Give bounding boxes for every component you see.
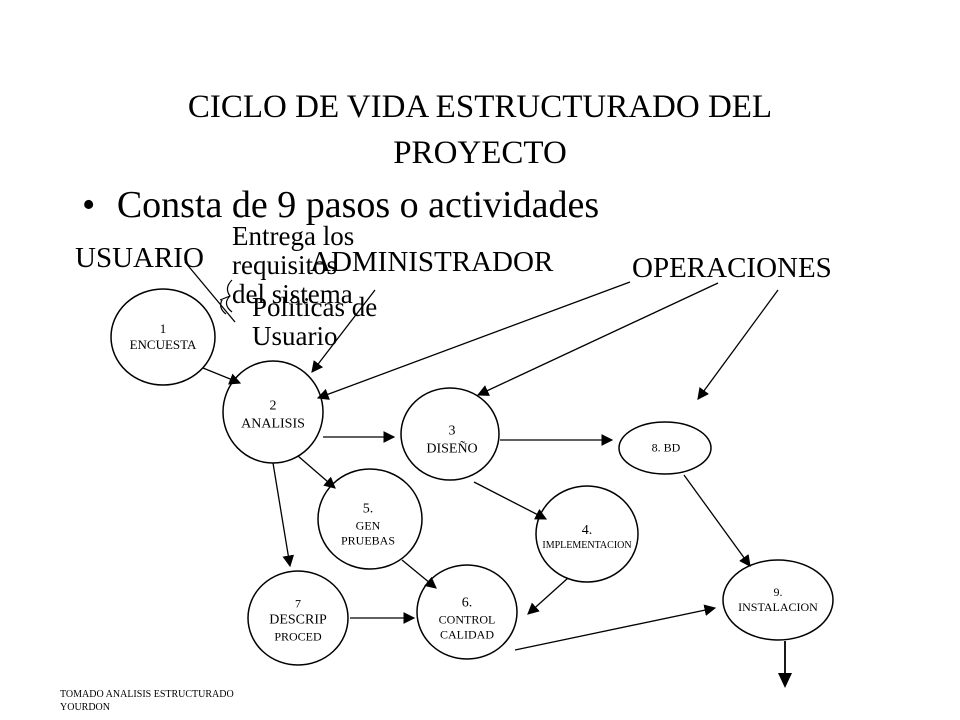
bullet-text: Consta de 9 pasos o actividades	[116, 184, 600, 226]
bullet-dot: •	[82, 184, 96, 226]
callout-brace	[219, 279, 233, 313]
note-entrega-line3: del sistema	[232, 279, 353, 309]
slide-title-line1: CICLO DE VIDA ESTRUCTURADO DEL	[187, 89, 773, 125]
slide-title-line2: PROYECTO	[393, 135, 567, 171]
node-7-label-line1: DESCRIP	[269, 612, 327, 628]
node-3-shape	[400, 387, 500, 481]
node-1-shape	[110, 288, 216, 386]
node-3-label: DISEÑO	[426, 441, 478, 456]
callout-hook	[220, 299, 227, 315]
node-7-shape	[247, 570, 349, 666]
node-8-label: 8. BD	[651, 440, 681, 455]
slide-title: CICLO DE VIDA ESTRUCTURADO DEL PROYECTO	[0, 84, 960, 176]
node-6-shape	[416, 564, 518, 660]
node-9: 9. INSTALACION	[738, 585, 818, 615]
note-entrega: Entrega los requisitos del sistema	[232, 222, 354, 309]
node-6: 6. CONTROL CALIDAD	[439, 594, 496, 642]
node-1-number: 1	[159, 320, 167, 336]
node-6-number: 6.	[461, 595, 473, 611]
node-1: 1 ENCUESTA	[130, 321, 197, 354]
node-4-number: 4.	[581, 523, 593, 538]
node-6-label-line2: CALIDAD	[439, 626, 494, 641]
actor-administrador: ADMINISTRADOR	[310, 246, 554, 278]
bullet-point: • Consta de 9 pasos o actividades	[82, 183, 599, 227]
node-9-number: 9.	[773, 585, 783, 599]
node-8-shape	[618, 421, 712, 475]
node-4-label: IMPLEMENTACION	[542, 539, 632, 551]
node-7-label-line2: PROCED	[274, 628, 322, 643]
node-9-shape	[722, 559, 834, 641]
node-7: 7 DESCRIP PROCED	[269, 596, 327, 644]
arrow-5-to-6	[401, 559, 437, 589]
arrow-9-down-head	[778, 673, 792, 688]
note-politicas: Políticas de Usuario	[252, 293, 377, 351]
node-6-label-line1: CONTROL	[438, 611, 496, 626]
node-2: 2 ANALISIS	[241, 398, 305, 433]
node-5-shape	[317, 468, 423, 570]
node-8: 8. BD	[652, 441, 681, 456]
node-5: 5. GEN PRUEBAS	[341, 500, 395, 548]
arrow-6-to-9	[514, 604, 717, 651]
arrow-8-to-9	[683, 474, 751, 567]
note-politicas-line2: Usuario	[252, 321, 338, 351]
arrow-4-to-6	[527, 577, 569, 615]
note-entrega-line2: requisitos	[232, 250, 337, 280]
arrow-usuario-to-1	[184, 261, 236, 323]
node-2-label: ANALISIS	[241, 416, 305, 431]
arrow-2-to-5	[297, 455, 336, 489]
node-7-number: 7	[294, 596, 301, 611]
node-4: 4. IMPLEMENTACION	[542, 522, 631, 552]
actor-operaciones: OPERACIONES	[632, 252, 832, 284]
arrow-1-to-2	[202, 367, 242, 385]
actor-usuario: USUARIO	[75, 242, 204, 274]
source-footer-line1: TOMADO ANALISIS ESTRUCTURADO	[60, 689, 234, 700]
node-5-label-line2: PRUEBAS	[340, 532, 396, 547]
arrow-oper-to-2	[316, 281, 631, 400]
source-footer: TOMADO ANALISIS ESTRUCTURADO YOURDON	[60, 688, 234, 714]
arrow-2-to-7	[272, 462, 295, 568]
note-entrega-line1: Entrega los	[232, 221, 355, 251]
node-3: 3 DISEÑO	[426, 423, 477, 458]
node-2-number: 2	[269, 398, 277, 414]
arrow-oper-to-8	[697, 289, 779, 400]
node-3-number: 3	[448, 423, 456, 439]
source-footer-line2: YOURDON	[60, 702, 110, 713]
note-politicas-line1: Políticas de	[252, 292, 378, 322]
arrow-3-to-4	[473, 481, 548, 520]
node-5-label-line1: GEN	[355, 517, 381, 532]
arrow-admin-to-2	[311, 289, 376, 373]
node-4-shape	[535, 485, 639, 583]
node-1-label: ENCUESTA	[129, 337, 197, 352]
node-5-number: 5.	[362, 501, 374, 517]
arrow-oper-to-3	[476, 282, 719, 396]
node-9-label: INSTALACION	[738, 600, 818, 614]
